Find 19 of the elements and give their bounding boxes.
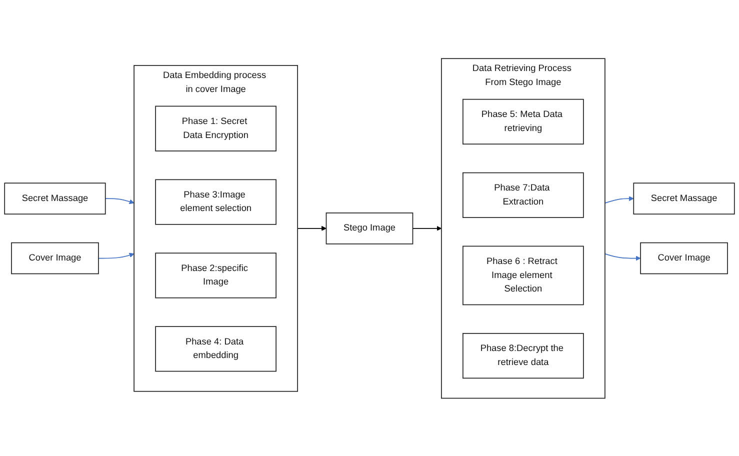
node-box: Phase 7:Data Extraction: [462, 172, 584, 218]
node-box: Phase 4: Data embedding: [155, 326, 276, 372]
node-box: Phase 3:Image element selection: [155, 178, 276, 224]
node-box: Phase 6 : Retract Image element Selection: [462, 245, 584, 305]
arrow: [297, 225, 326, 231]
node-box: Cover Image: [11, 242, 99, 274]
node-box: Phase 5: Meta Data retrieving: [462, 98, 584, 144]
node-box: Stego Image: [326, 212, 414, 244]
node-box: Phase 8:Decrypt the retrieve data: [462, 332, 584, 378]
arrow: [604, 252, 641, 260]
arrow: [604, 196, 634, 204]
node-box: Phase 2:specific Image: [155, 252, 276, 298]
node-box: Secret Massage: [4, 182, 106, 214]
arrow: [98, 252, 134, 258]
arrow: [412, 225, 442, 231]
node-box: Secret Massage: [633, 182, 735, 214]
node-box: Cover Image: [640, 242, 728, 274]
node-box: Phase 1: Secret Data Encryption: [155, 105, 276, 151]
arrow: [104, 198, 134, 204]
